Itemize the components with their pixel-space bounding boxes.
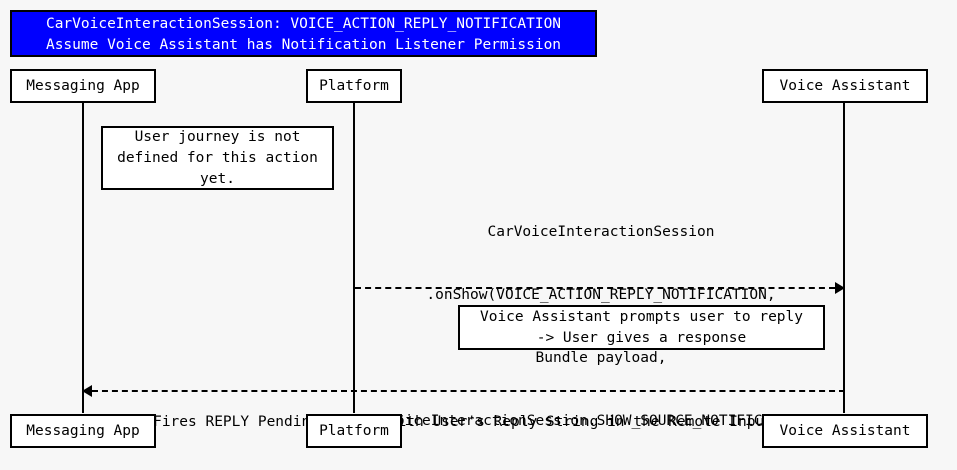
participant-platform-bottom[interactable]: Platform — [306, 414, 402, 448]
participant-label: Messaging App — [26, 78, 140, 94]
diagram-title-banner: CarVoiceInteractionSession: VOICE_ACTION… — [10, 10, 597, 57]
message-line: CarVoiceInteractionSession — [487, 224, 715, 240]
note-line: Voice Assistant prompts user to reply — [479, 308, 803, 325]
participant-voice-assistant-bottom[interactable]: Voice Assistant — [762, 414, 928, 448]
participant-messaging-app-bottom[interactable]: Messaging App — [10, 414, 156, 448]
note-user-journey: User journey is not defined for this act… — [101, 126, 334, 190]
message-arrow-reply-head — [82, 385, 92, 397]
message-arrow-onshow-line — [355, 287, 835, 289]
participant-label: Platform — [319, 78, 389, 94]
note-line: defined for this action — [117, 149, 318, 166]
lifeline-messaging-app — [82, 103, 84, 413]
participant-label: Voice Assistant — [779, 78, 911, 94]
lifeline-voice-assistant — [843, 103, 845, 413]
note-line: yet. — [200, 170, 235, 187]
participant-messaging-app-top[interactable]: Messaging App — [10, 69, 156, 103]
message-line: VoiceInteractionSession.SHOW_SOURCE_NOTI… — [387, 413, 815, 429]
lifeline-platform — [353, 103, 355, 413]
diagram-title-line-2: Assume Voice Assistant has Notification … — [45, 37, 562, 53]
note-line: -> User gives a response — [536, 329, 747, 346]
message-line: Fires REPLY Pending Intent with User's R… — [153, 414, 773, 430]
participant-label: Voice Assistant — [779, 423, 911, 439]
message-line: Bundle payload, — [535, 350, 667, 366]
participant-platform-top[interactable]: Platform — [306, 69, 402, 103]
note-line: User journey is not — [134, 128, 301, 145]
note-prompt-user: Voice Assistant prompts user to reply ->… — [458, 305, 825, 350]
message-label-onshow: CarVoiceInteractionSession .onShow(VOICE… — [357, 180, 845, 470]
message-line: .onShow(VOICE_ACTION_REPLY_NOTIFICATION, — [426, 287, 776, 303]
participant-label: Messaging App — [26, 423, 140, 439]
message-arrow-onshow-head — [835, 282, 845, 294]
participant-voice-assistant-top[interactable]: Voice Assistant — [762, 69, 928, 103]
message-arrow-reply-line — [92, 390, 845, 392]
diagram-title-line-1: CarVoiceInteractionSession: VOICE_ACTION… — [45, 16, 562, 32]
message-label-reply-pending-intent: Fires REPLY Pending Intent with User's R… — [83, 370, 843, 470]
participant-label: Platform — [319, 423, 389, 439]
